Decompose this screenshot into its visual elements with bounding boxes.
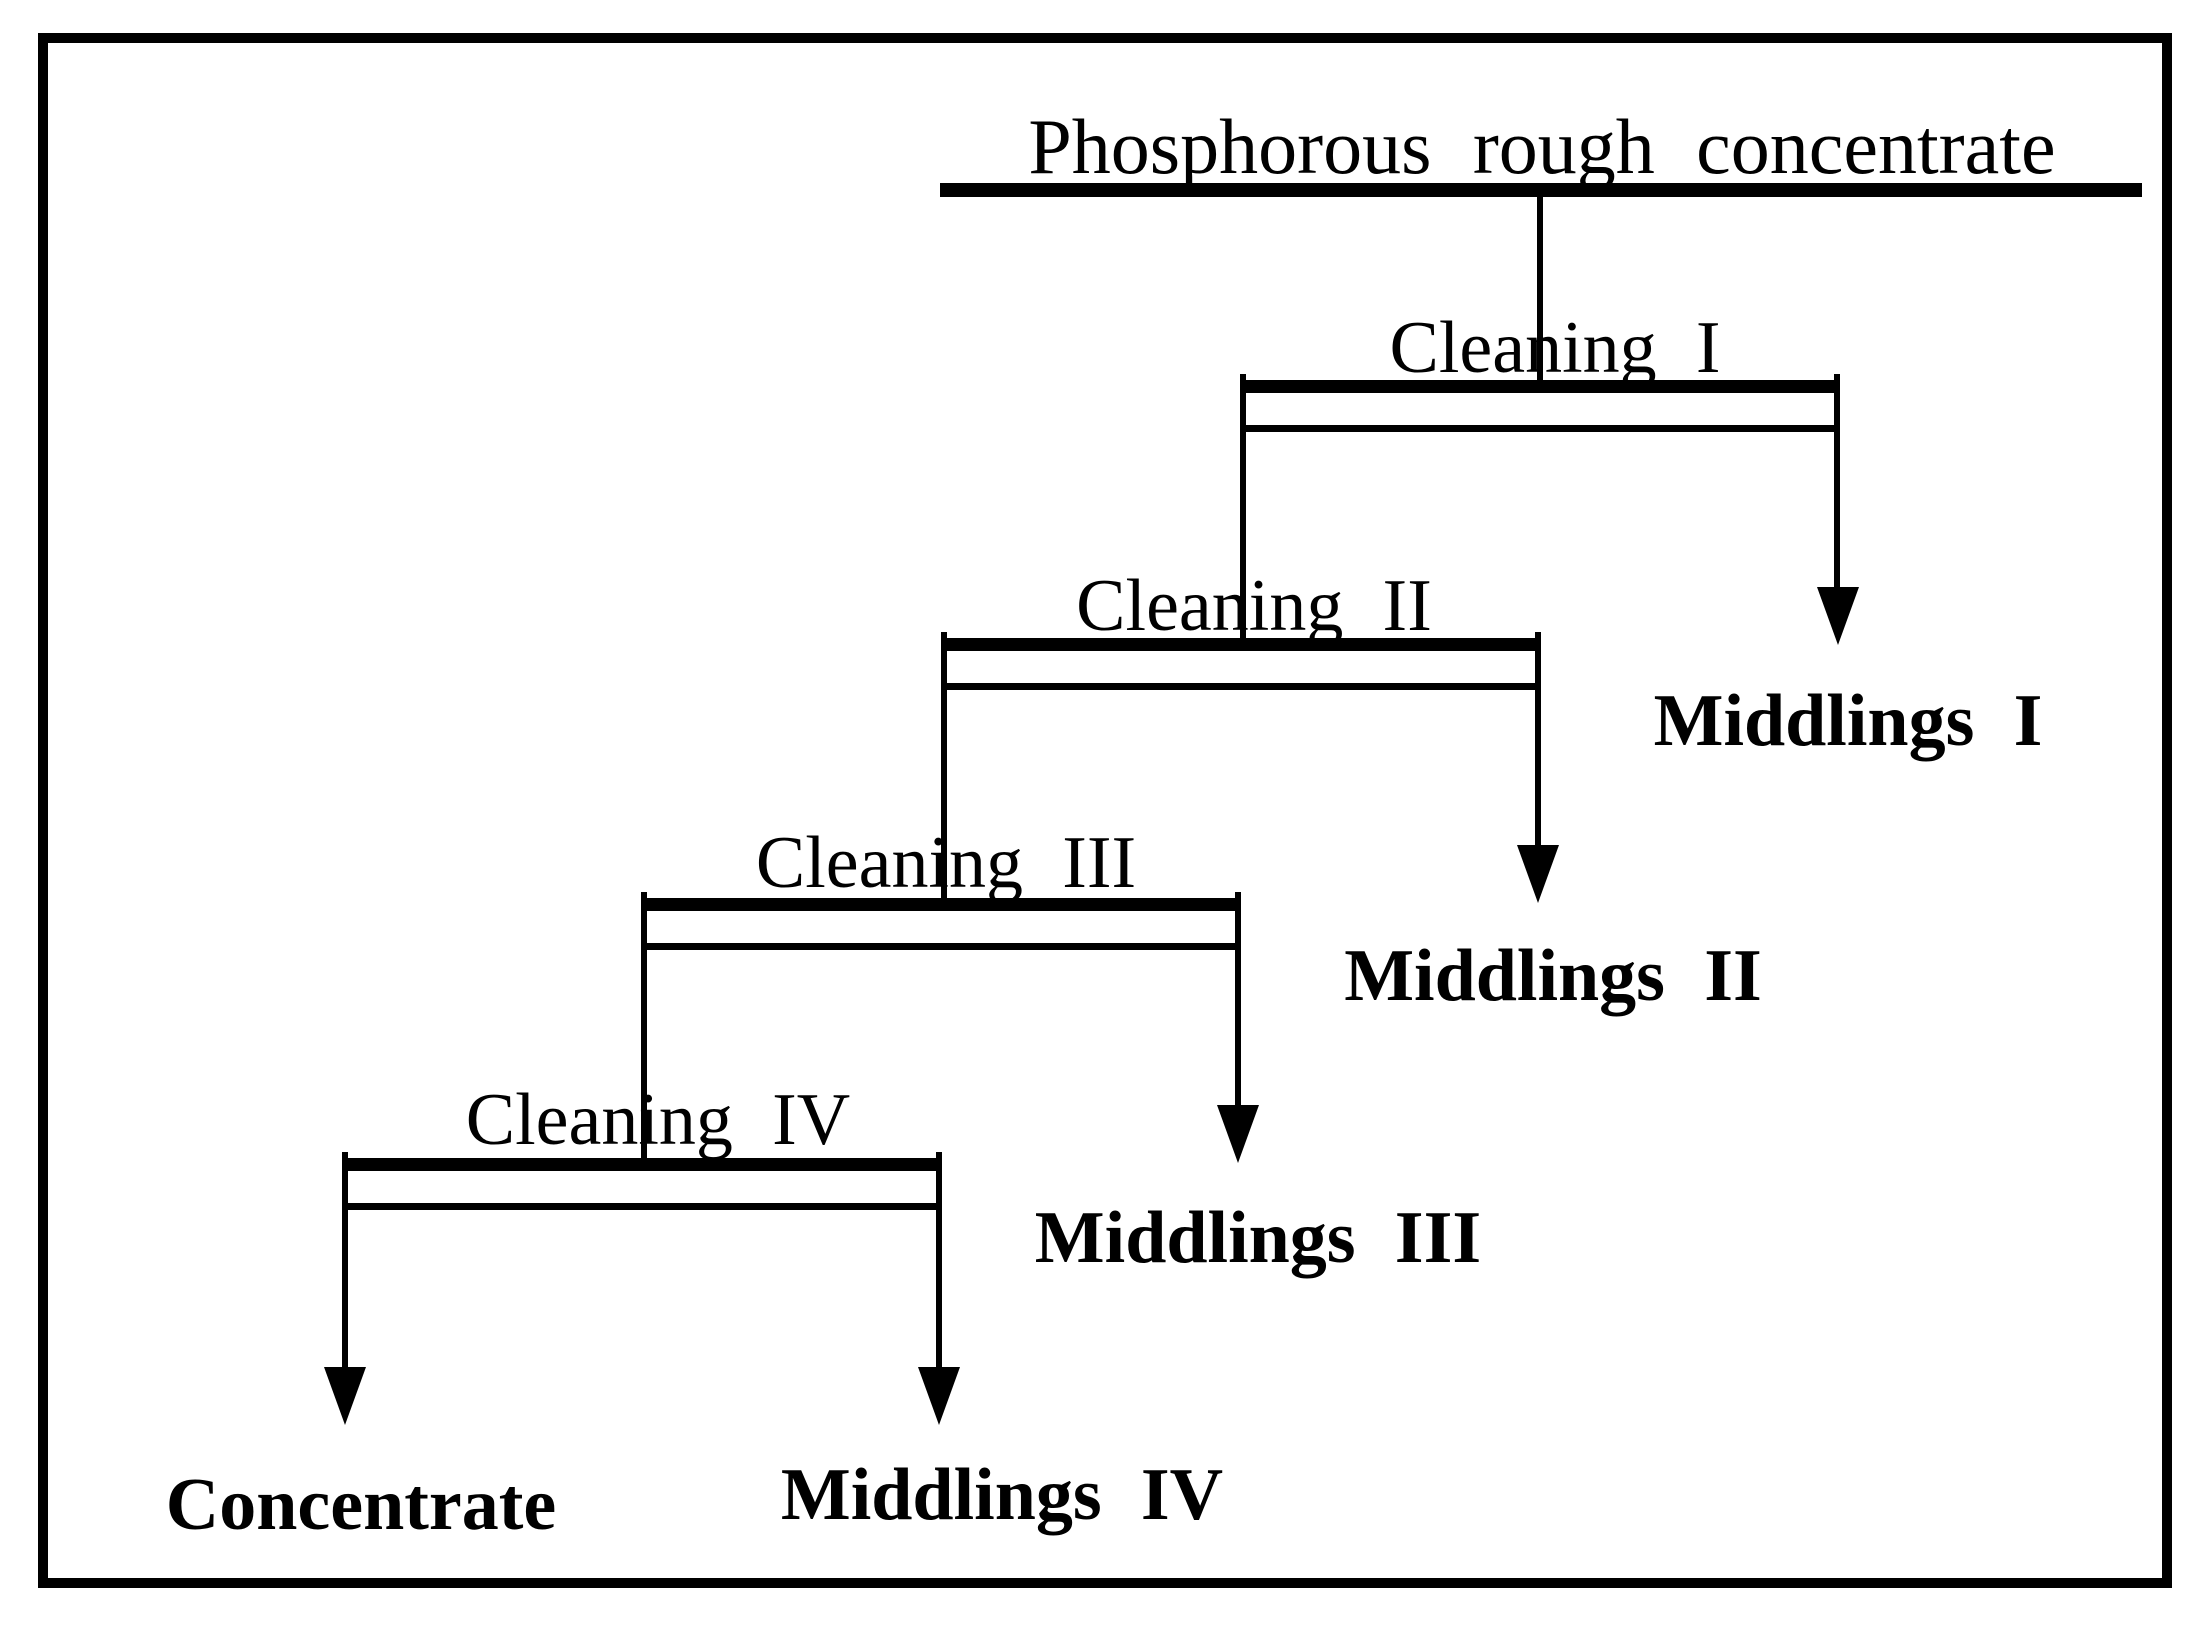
middlings-1-arrow-shaft	[1834, 374, 1840, 592]
concentrate-label: Concentrate	[165, 1464, 557, 1546]
cleaning-1-cell-bottom-edge	[1240, 425, 1840, 432]
feed-title: Phosphorous rough concentrate	[1028, 103, 2056, 190]
cleaning-1-cell-top-edge	[1240, 380, 1840, 393]
cleaning-3-cell-bottom-edge	[641, 943, 1241, 950]
feed-underline	[940, 183, 2142, 197]
cleaning-4-label: Cleaning IV	[465, 1079, 851, 1161]
middlings-2-arrow-shaft	[1535, 632, 1541, 850]
cleaning-4-cell-bottom-edge	[342, 1203, 942, 1210]
cleaning-1-to-cleaning-2-line	[1240, 374, 1246, 651]
cleaning-2-to-cleaning-3-line	[941, 632, 947, 911]
cleaning-2-cell-top-edge	[941, 638, 1541, 651]
concentrate-arrow-shaft	[342, 1152, 348, 1370]
figure-border	[38, 33, 2172, 1588]
cleaning-3-cell-top-edge	[641, 898, 1241, 911]
middlings-3-arrowhead	[1217, 1105, 1259, 1163]
cleaning-4-cell-top-edge	[342, 1158, 942, 1171]
cleaning-1-label: Cleaning I	[1389, 307, 1721, 389]
cleaning-2-label: Cleaning II	[1076, 565, 1432, 647]
middlings-4-label: Middlings IV	[780, 1454, 1224, 1536]
feed-connector-line	[1537, 197, 1543, 386]
cleaning-3-to-cleaning-4-line	[641, 892, 647, 1171]
middlings-3-arrow-shaft	[1235, 892, 1241, 1110]
middlings-1-arrowhead	[1817, 587, 1859, 645]
middlings-2-arrowhead	[1517, 845, 1559, 903]
middlings-2-label: Middlings II	[1344, 935, 1762, 1017]
cleaning-2-cell-bottom-edge	[941, 683, 1541, 690]
middlings-4-arrow-shaft	[936, 1152, 942, 1370]
middlings-3-label: Middlings III	[1034, 1197, 1482, 1279]
cleaning-3-label: Cleaning III	[755, 822, 1137, 904]
concentrate-arrowhead	[324, 1367, 366, 1425]
middlings-4-arrowhead	[918, 1367, 960, 1425]
middlings-1-label: Middlings I	[1653, 680, 2043, 762]
